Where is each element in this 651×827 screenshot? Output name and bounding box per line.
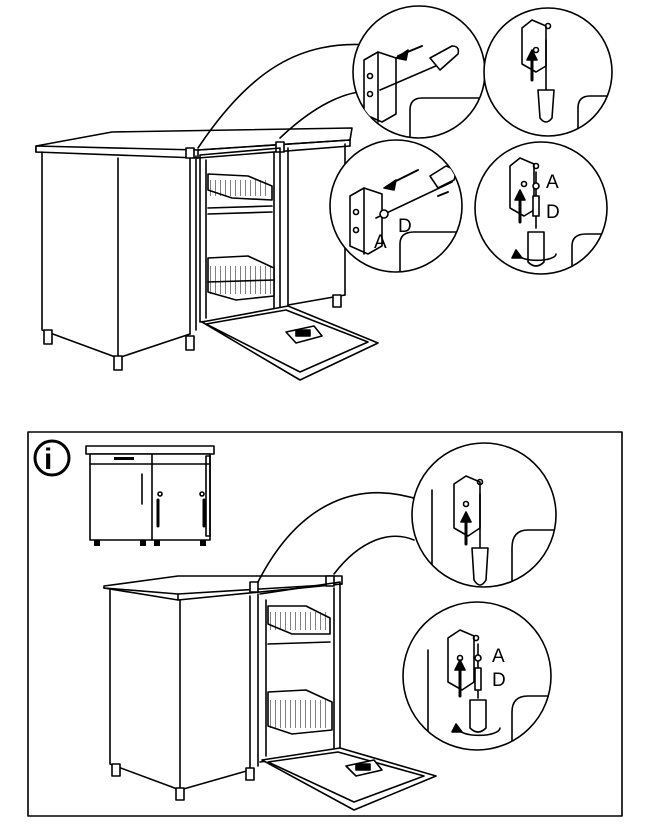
callout-connector (197, 43, 371, 149)
lower-basket (207, 255, 275, 301)
lower-basket (267, 689, 333, 735)
label-d: D (398, 216, 412, 237)
callout-connector (257, 492, 421, 583)
info-icon: i (33, 439, 71, 477)
top-figure: D A A D (35, 5, 613, 381)
label-d: D (492, 670, 506, 691)
dishwasher-door (261, 747, 437, 811)
callout-screw-below: A D (402, 601, 552, 751)
cabinet-sketch (85, 445, 215, 546)
dishwasher (259, 581, 437, 811)
callout-screw-below: A D (474, 141, 608, 275)
callout-screwdriver-below (411, 442, 557, 588)
upper-basket (267, 605, 331, 645)
kitchen-cabinet (35, 127, 353, 371)
callout-screwdriver-below (483, 7, 613, 137)
callout-screwdriver-side (352, 5, 486, 139)
svg-text:i: i (44, 443, 52, 476)
bottom-figure: i (27, 431, 623, 817)
label-a: A (546, 172, 559, 193)
callout-screw-side: D A (329, 139, 463, 273)
label-a: A (374, 232, 387, 253)
label-a: A (492, 646, 505, 667)
dishwasher (199, 147, 379, 381)
callout-connector (333, 535, 415, 575)
label-d: D (546, 202, 560, 223)
upper-basket (207, 173, 273, 215)
dishwasher-door (201, 305, 379, 381)
